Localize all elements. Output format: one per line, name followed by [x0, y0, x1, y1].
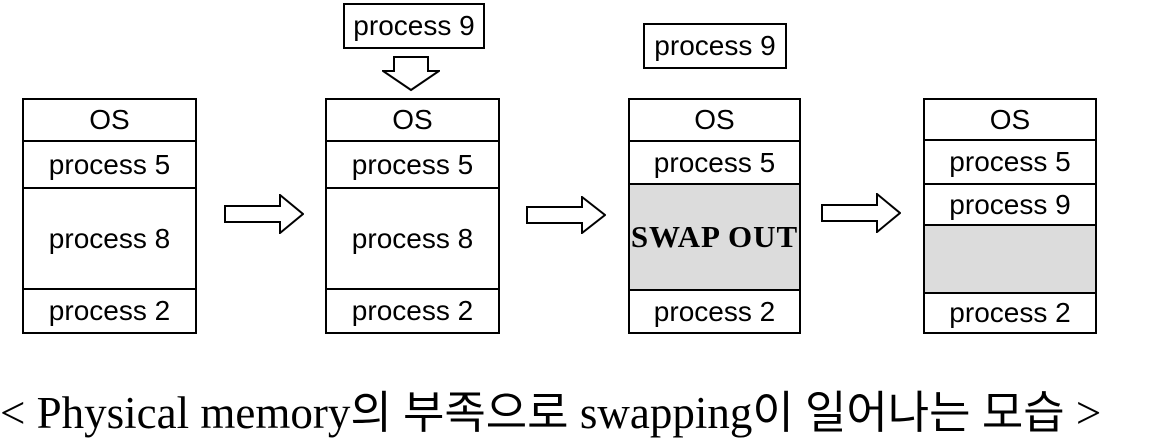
memory-row-process-2: process 2: [24, 288, 195, 332]
memory-row-os: OS: [89, 104, 130, 135]
diagram-caption: < Physical memory의 부족으로 swapping이 일어나는 모…: [0, 388, 1102, 438]
memory-state-2: OS process 5 process 8 process 2: [325, 98, 500, 334]
incoming-process-box-1: process 9: [343, 3, 485, 49]
memory-row-process-8: process 8: [327, 187, 498, 288]
memory-row-os: OS: [989, 103, 1031, 135]
flow-arrow-right-icon: [224, 194, 304, 234]
memory-row-process-5: process 5: [925, 139, 1095, 183]
incoming-process-box-2: process 9: [643, 23, 787, 69]
memory-row-process-2: process 2: [630, 289, 799, 332]
memory-row-process-2: process 2: [327, 288, 498, 332]
memory-row-os: OS: [392, 104, 433, 135]
memory-row-process-8: process 8: [24, 187, 195, 288]
memory-state-4: OS process 5 process 9 process 2: [923, 98, 1097, 334]
incoming-process-label: process 9: [353, 10, 475, 41]
memory-state-1: OS process 5 process 8 process 2: [22, 98, 197, 334]
memory-state-3: OS process 5 SWAP OUT process 2: [628, 98, 801, 334]
flow-arrow-right-icon: [526, 196, 606, 234]
memory-row-process-5: process 5: [24, 140, 195, 187]
memory-row-freed-space: [925, 224, 1095, 292]
memory-row-process-5: process 5: [630, 140, 799, 183]
memory-row-process-9: process 9: [925, 183, 1095, 224]
flow-arrow-right-icon: [821, 193, 901, 233]
memory-row-process-2: process 2: [925, 292, 1095, 332]
memory-row-process-5: process 5: [327, 140, 498, 187]
memory-row-os: OS: [694, 104, 735, 135]
insert-arrow-down-icon: [382, 56, 440, 92]
incoming-process-label: process 9: [654, 30, 776, 61]
memory-row-swap-out: SWAP OUT: [630, 183, 799, 289]
